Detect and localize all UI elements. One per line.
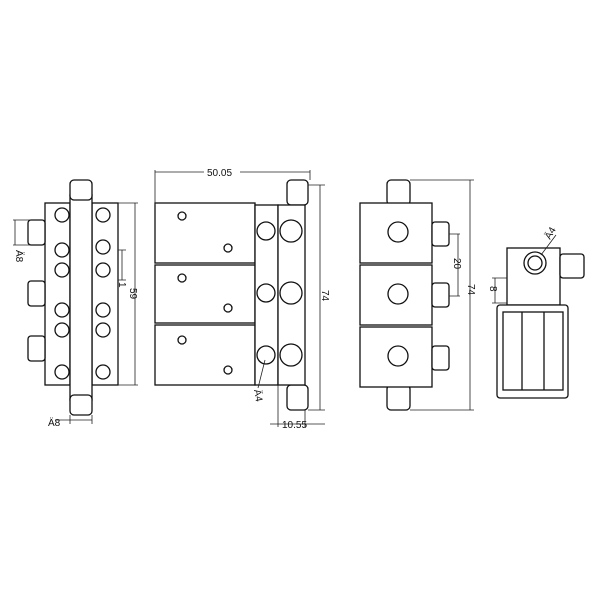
port-icon [256, 219, 303, 367]
inlet-barb [27, 219, 46, 362]
dim-pitch-label: 20 [451, 258, 462, 270]
screw-icon [54, 207, 111, 380]
dim-port-label: Ä4 [251, 388, 265, 403]
side-view: 50.05 74 Ä4 10.55 [154, 166, 330, 431]
dim-port-label: Ä4 [542, 225, 559, 242]
manifold-front-view: Ä8 59 1 Ä8 [13, 179, 138, 429]
dim-inlet-label: Ä8 [13, 250, 25, 263]
dim-length-label: 74 [319, 290, 330, 302]
dim-height-label: 8 [487, 286, 498, 292]
screw-icon [177, 211, 233, 375]
dim-pitch-label: 1 [116, 282, 127, 288]
outlet-barb [431, 221, 450, 371]
dim-height-label: 59 [127, 288, 138, 300]
dim-length-label: 74 [465, 284, 476, 296]
end-view: 8 Ä4 [487, 225, 585, 399]
dim-offset-label: 10.55 [282, 420, 307, 431]
dim-width-label: 50.05 [207, 168, 232, 179]
dim-tube-label: Ä8 [48, 417, 61, 429]
port-icon [387, 221, 409, 367]
back-view: 74 20 [359, 179, 476, 411]
